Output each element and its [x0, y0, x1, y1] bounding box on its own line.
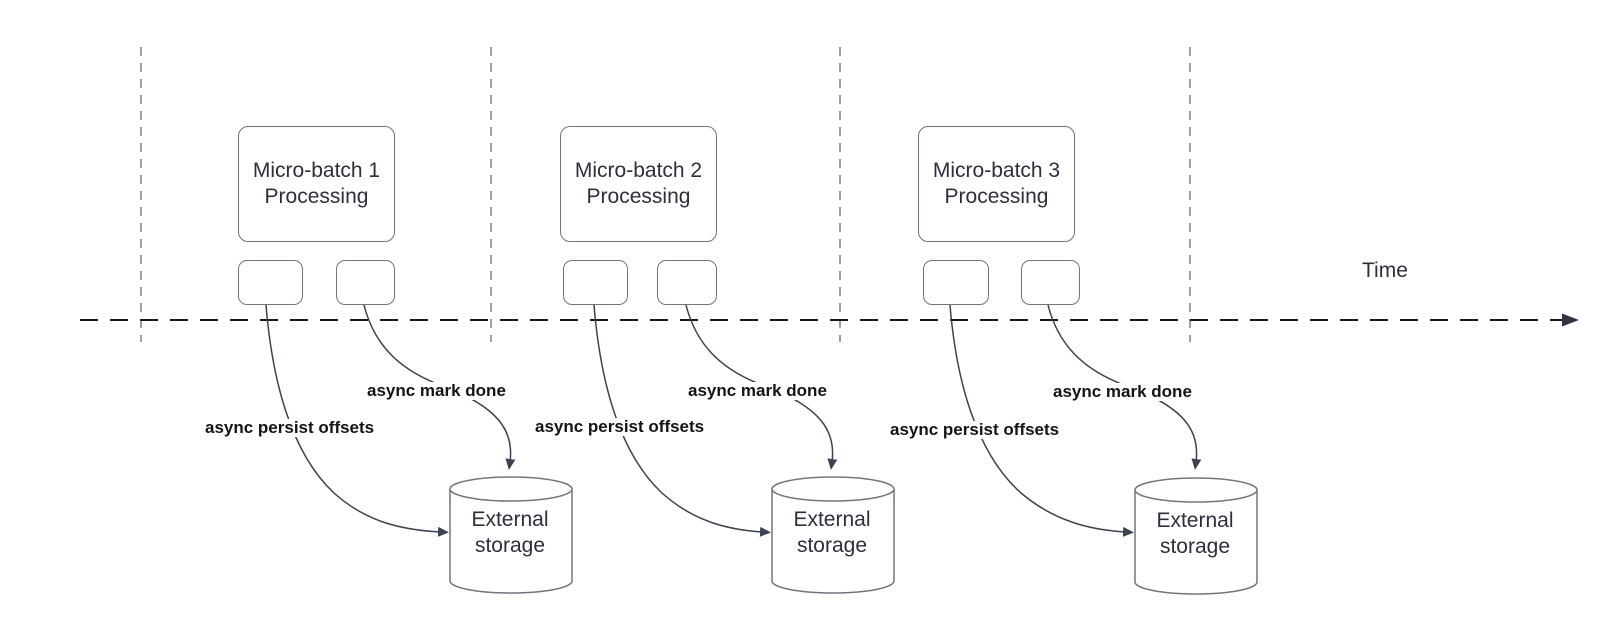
storage-cylinder-1 — [449, 476, 573, 594]
time-axis-label: Time — [1362, 259, 1408, 282]
storage-label-line: storage — [1159, 535, 1231, 558]
persist-offsets-arrow-1 — [265, 304, 449, 537]
persist-offsets-label-2: async persist offsets — [533, 417, 707, 436]
storage-cylinder-2 — [771, 476, 895, 594]
storage-label-line: External — [1156, 509, 1234, 532]
mark-done-task-box-2 — [657, 260, 717, 305]
storage-label-line: External — [793, 508, 871, 531]
external-storage-label-1: External storage — [449, 507, 571, 559]
mark-done-label-1: async mark done — [365, 381, 508, 400]
microbatch-1-processing-box: Micro-batch 1 Processing — [238, 126, 395, 242]
box-title-line: Micro-batch 3 — [932, 159, 1061, 182]
cylinder-top — [1134, 477, 1258, 503]
external-storage-label-2: External storage — [771, 507, 893, 559]
box-title-line: Processing — [586, 185, 691, 208]
storage-label-line: storage — [796, 534, 868, 557]
persist-task-box-2 — [563, 260, 628, 305]
box-title-line: Micro-batch 2 — [574, 159, 703, 182]
box-title-line: Processing — [944, 185, 1049, 208]
persist-offsets-arrow-3 — [949, 304, 1134, 537]
persist-offsets-label-3: async persist offsets — [888, 420, 1062, 439]
persist-offsets-arrow-2 — [593, 304, 771, 537]
persist-task-box-1 — [238, 260, 303, 305]
cylinder-body — [449, 489, 573, 594]
cylinder-body — [771, 489, 895, 594]
box-title-line: Processing — [264, 185, 369, 208]
persist-offsets-label-1: async persist offsets — [203, 418, 377, 437]
box-title-line: Micro-batch 1 — [252, 159, 381, 182]
mark-done-task-box-1 — [336, 260, 395, 305]
mark-done-task-box-3 — [1021, 260, 1080, 305]
cylinder-top — [449, 476, 573, 502]
storage-label-line: External — [471, 508, 549, 531]
mark-done-label-2: async mark done — [686, 381, 829, 400]
external-storage-label-3: External storage — [1134, 508, 1256, 560]
cylinder-body — [1134, 490, 1258, 595]
microbatch-2-processing-box: Micro-batch 2 Processing — [560, 126, 717, 242]
microbatch-3-processing-box: Micro-batch 3 Processing — [918, 126, 1075, 242]
storage-cylinder-3 — [1134, 477, 1258, 595]
cylinder-top — [771, 476, 895, 502]
storage-label-line: storage — [474, 534, 546, 557]
mark-done-label-3: async mark done — [1051, 382, 1194, 401]
persist-task-box-3 — [923, 260, 989, 305]
